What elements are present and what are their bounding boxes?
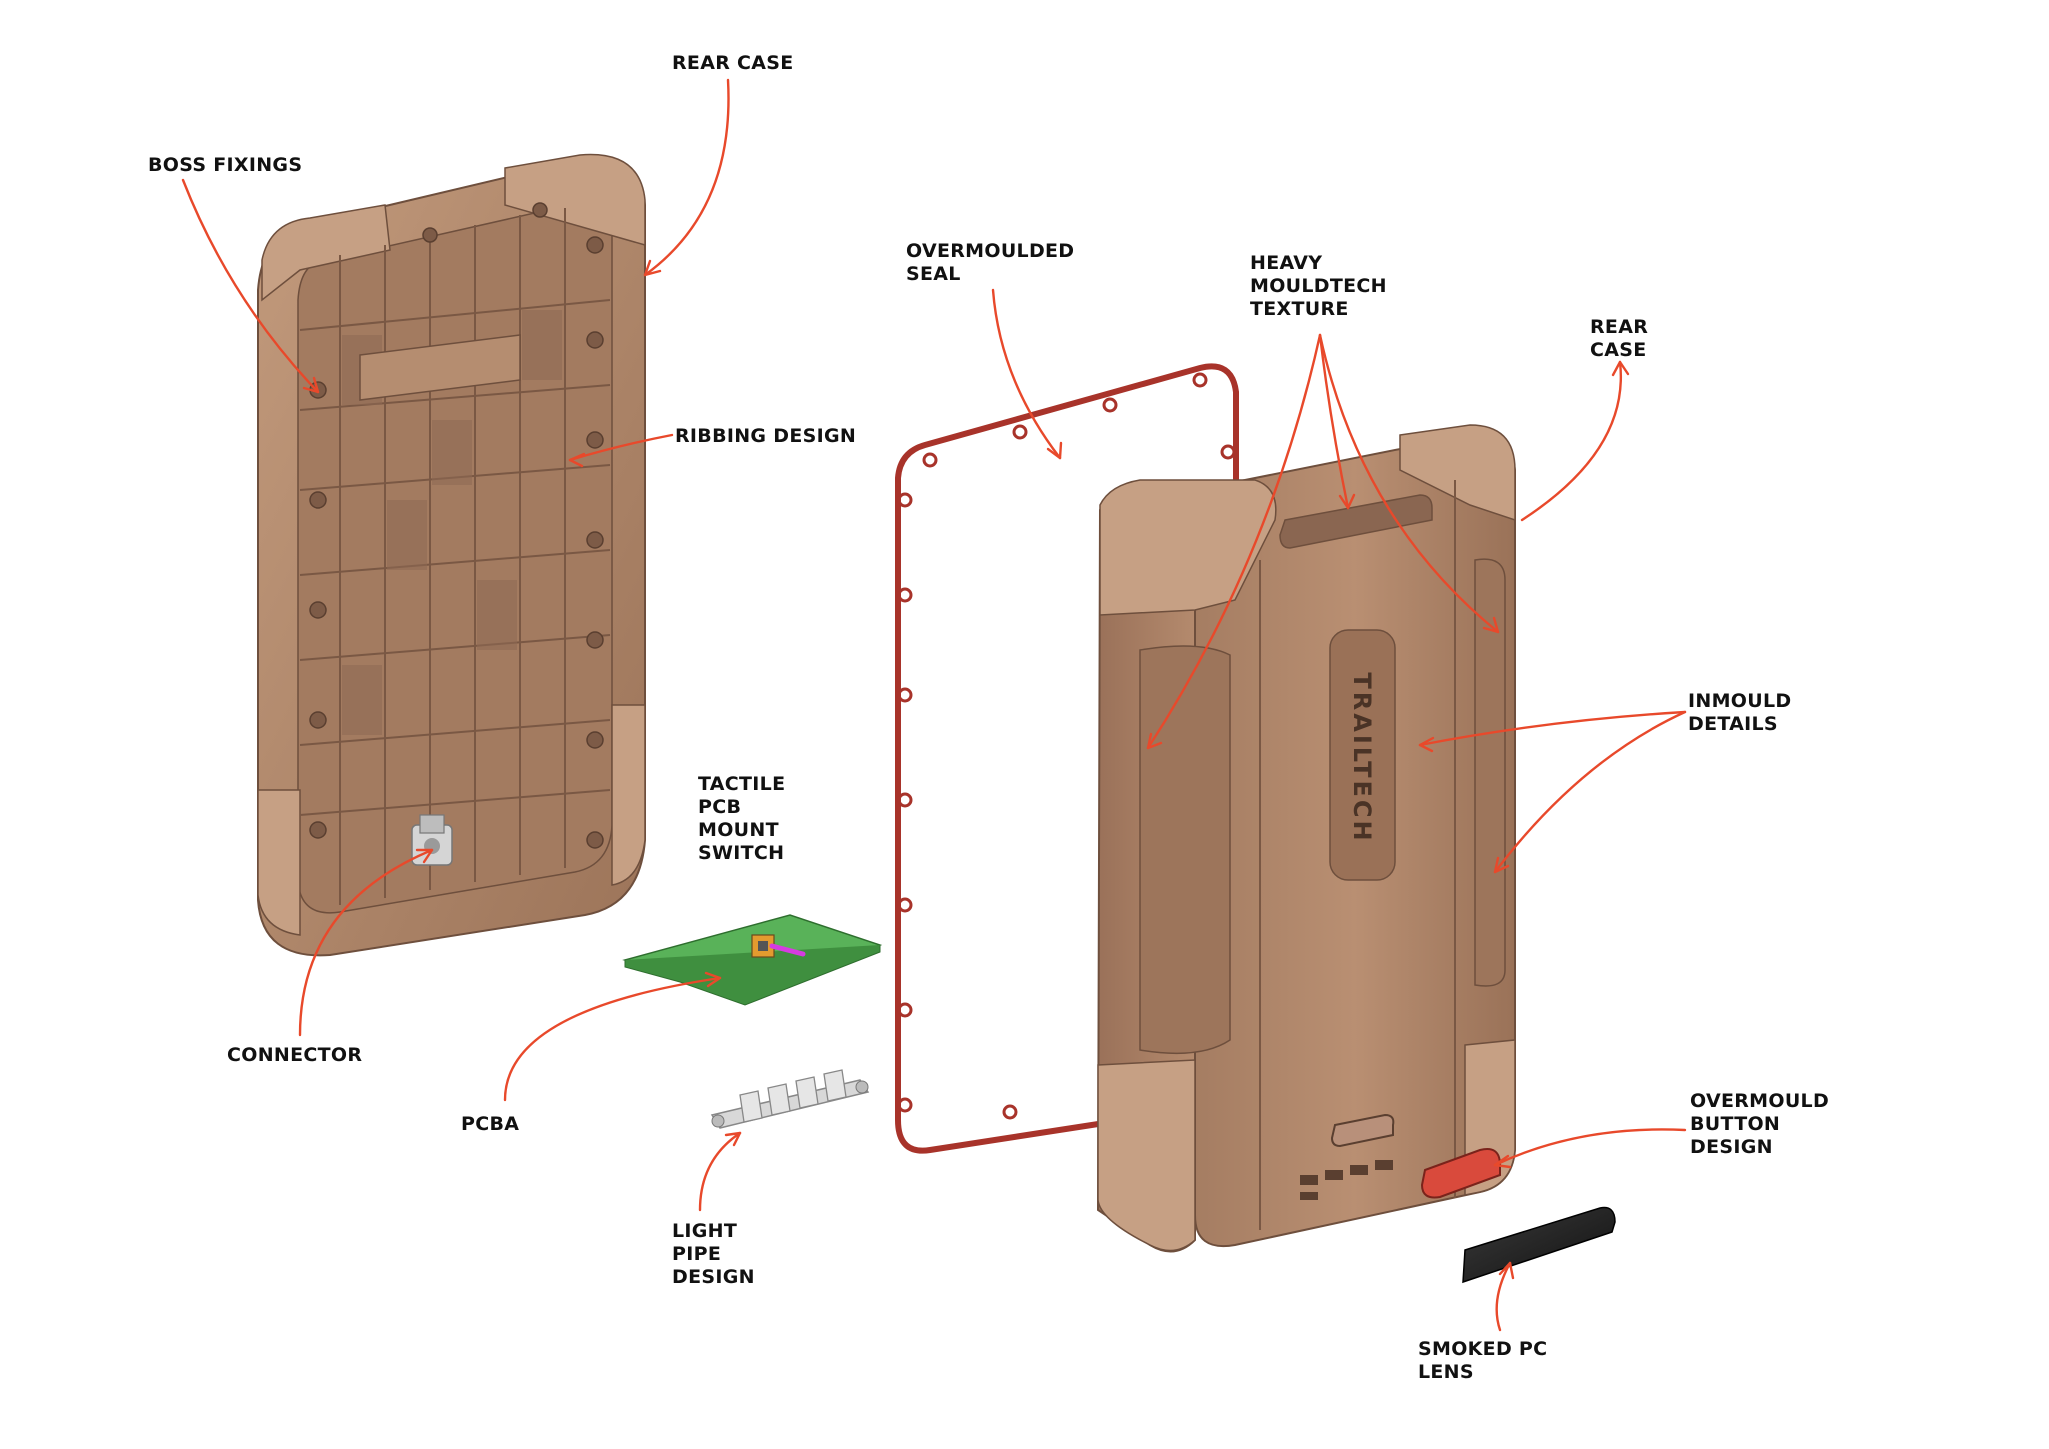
- brand-emboss-panel: [1329, 629, 1396, 881]
- label-connector: CONNECTOR: [227, 1044, 363, 1066]
- label-smoked-lens: SMOKED PC LENS: [1418, 1338, 1548, 1383]
- label-tactile-switch: TACTILE PCB MOUNT SWITCH: [698, 773, 786, 864]
- rear-case-open: [257, 153, 646, 957]
- light-pipe-part: [710, 1069, 870, 1129]
- overmould-button-part: [1420, 1148, 1501, 1199]
- smoked-lens-part: [1462, 1206, 1616, 1284]
- callout-arrows: [181, 78, 1687, 1332]
- brand-emboss-text: TRAILTECH: [1348, 672, 1376, 844]
- label-boss-fixings: BOSS FIXINGS: [148, 154, 303, 176]
- label-overmoulded-seal: OVERMOULDED SEAL: [906, 240, 1075, 285]
- label-rear-case-right: REAR CASE: [1590, 316, 1649, 361]
- label-rear-case-top: REAR CASE: [672, 52, 794, 74]
- label-inmould-details: INMOULD DETAILS: [1688, 690, 1792, 735]
- label-light-pipe: LIGHT PIPE DESIGN: [672, 1220, 755, 1288]
- label-mouldtech-texture: HEAVY MOULDTECH TEXTURE: [1250, 252, 1387, 320]
- front-case-closed: [1096, 424, 1516, 1253]
- label-pcba: PCBA: [461, 1113, 520, 1135]
- pcba-part: [622, 914, 883, 1006]
- tactile-switch-part: [751, 934, 806, 958]
- label-ribbing-design: RIBBING DESIGN: [675, 425, 857, 447]
- label-overmould-button: OVERMOULD BUTTON DESIGN: [1690, 1090, 1830, 1158]
